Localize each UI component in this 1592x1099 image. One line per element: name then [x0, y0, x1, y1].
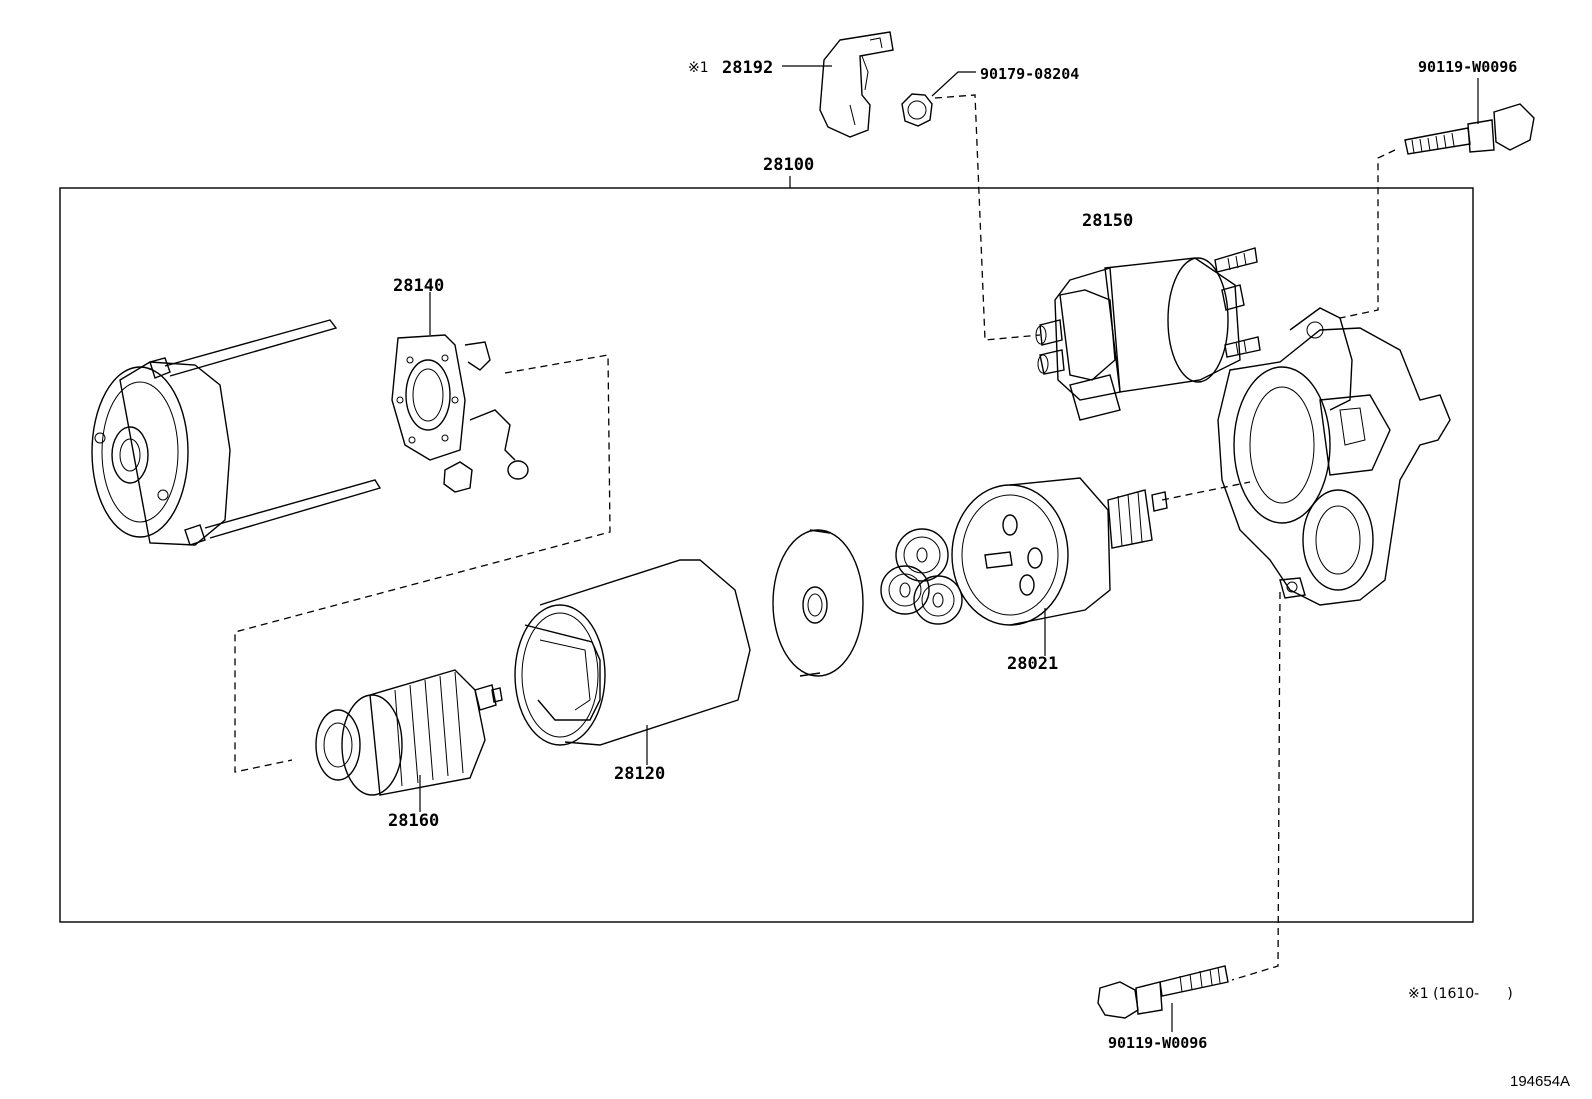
label-90119-top: 90119-W0096	[1418, 58, 1517, 76]
drive-housing	[1217, 307, 1451, 606]
label-28100: 28100	[763, 155, 814, 175]
magnetic-switch-28150	[1035, 247, 1261, 421]
label-28160: 28160	[388, 811, 439, 831]
label-28150: 28150	[1082, 211, 1133, 231]
terminal-cover-28192	[819, 31, 894, 138]
label-90119-bottom: 90119-W0096	[1108, 1034, 1207, 1052]
bolt-90119-bottom	[1097, 965, 1229, 1019]
commutator-end-frame	[91, 319, 382, 546]
label-28021: 28021	[1007, 654, 1058, 674]
bolt-90119-top	[1404, 103, 1535, 155]
brush-holder-28140	[391, 334, 529, 493]
label-28140: 28140	[393, 276, 444, 296]
label-28192-mark: ※1	[688, 60, 709, 76]
label-90179-08204: 90179-08204	[980, 65, 1079, 83]
figure-id: 194654A	[1510, 1073, 1570, 1090]
nut-90179-08204	[901, 93, 933, 127]
yoke-28120	[514, 559, 751, 746]
assembly-frame-28100	[59, 187, 1474, 923]
armature-28160	[315, 669, 503, 796]
planetary-gears	[880, 528, 963, 625]
label-28192: 28192	[722, 58, 773, 78]
internal-gear-plate	[772, 529, 864, 677]
starter-clutch-28021	[951, 477, 1168, 626]
note-serial-range: ※1 (1610- )	[1408, 986, 1513, 1002]
label-28120: 28120	[614, 764, 665, 784]
